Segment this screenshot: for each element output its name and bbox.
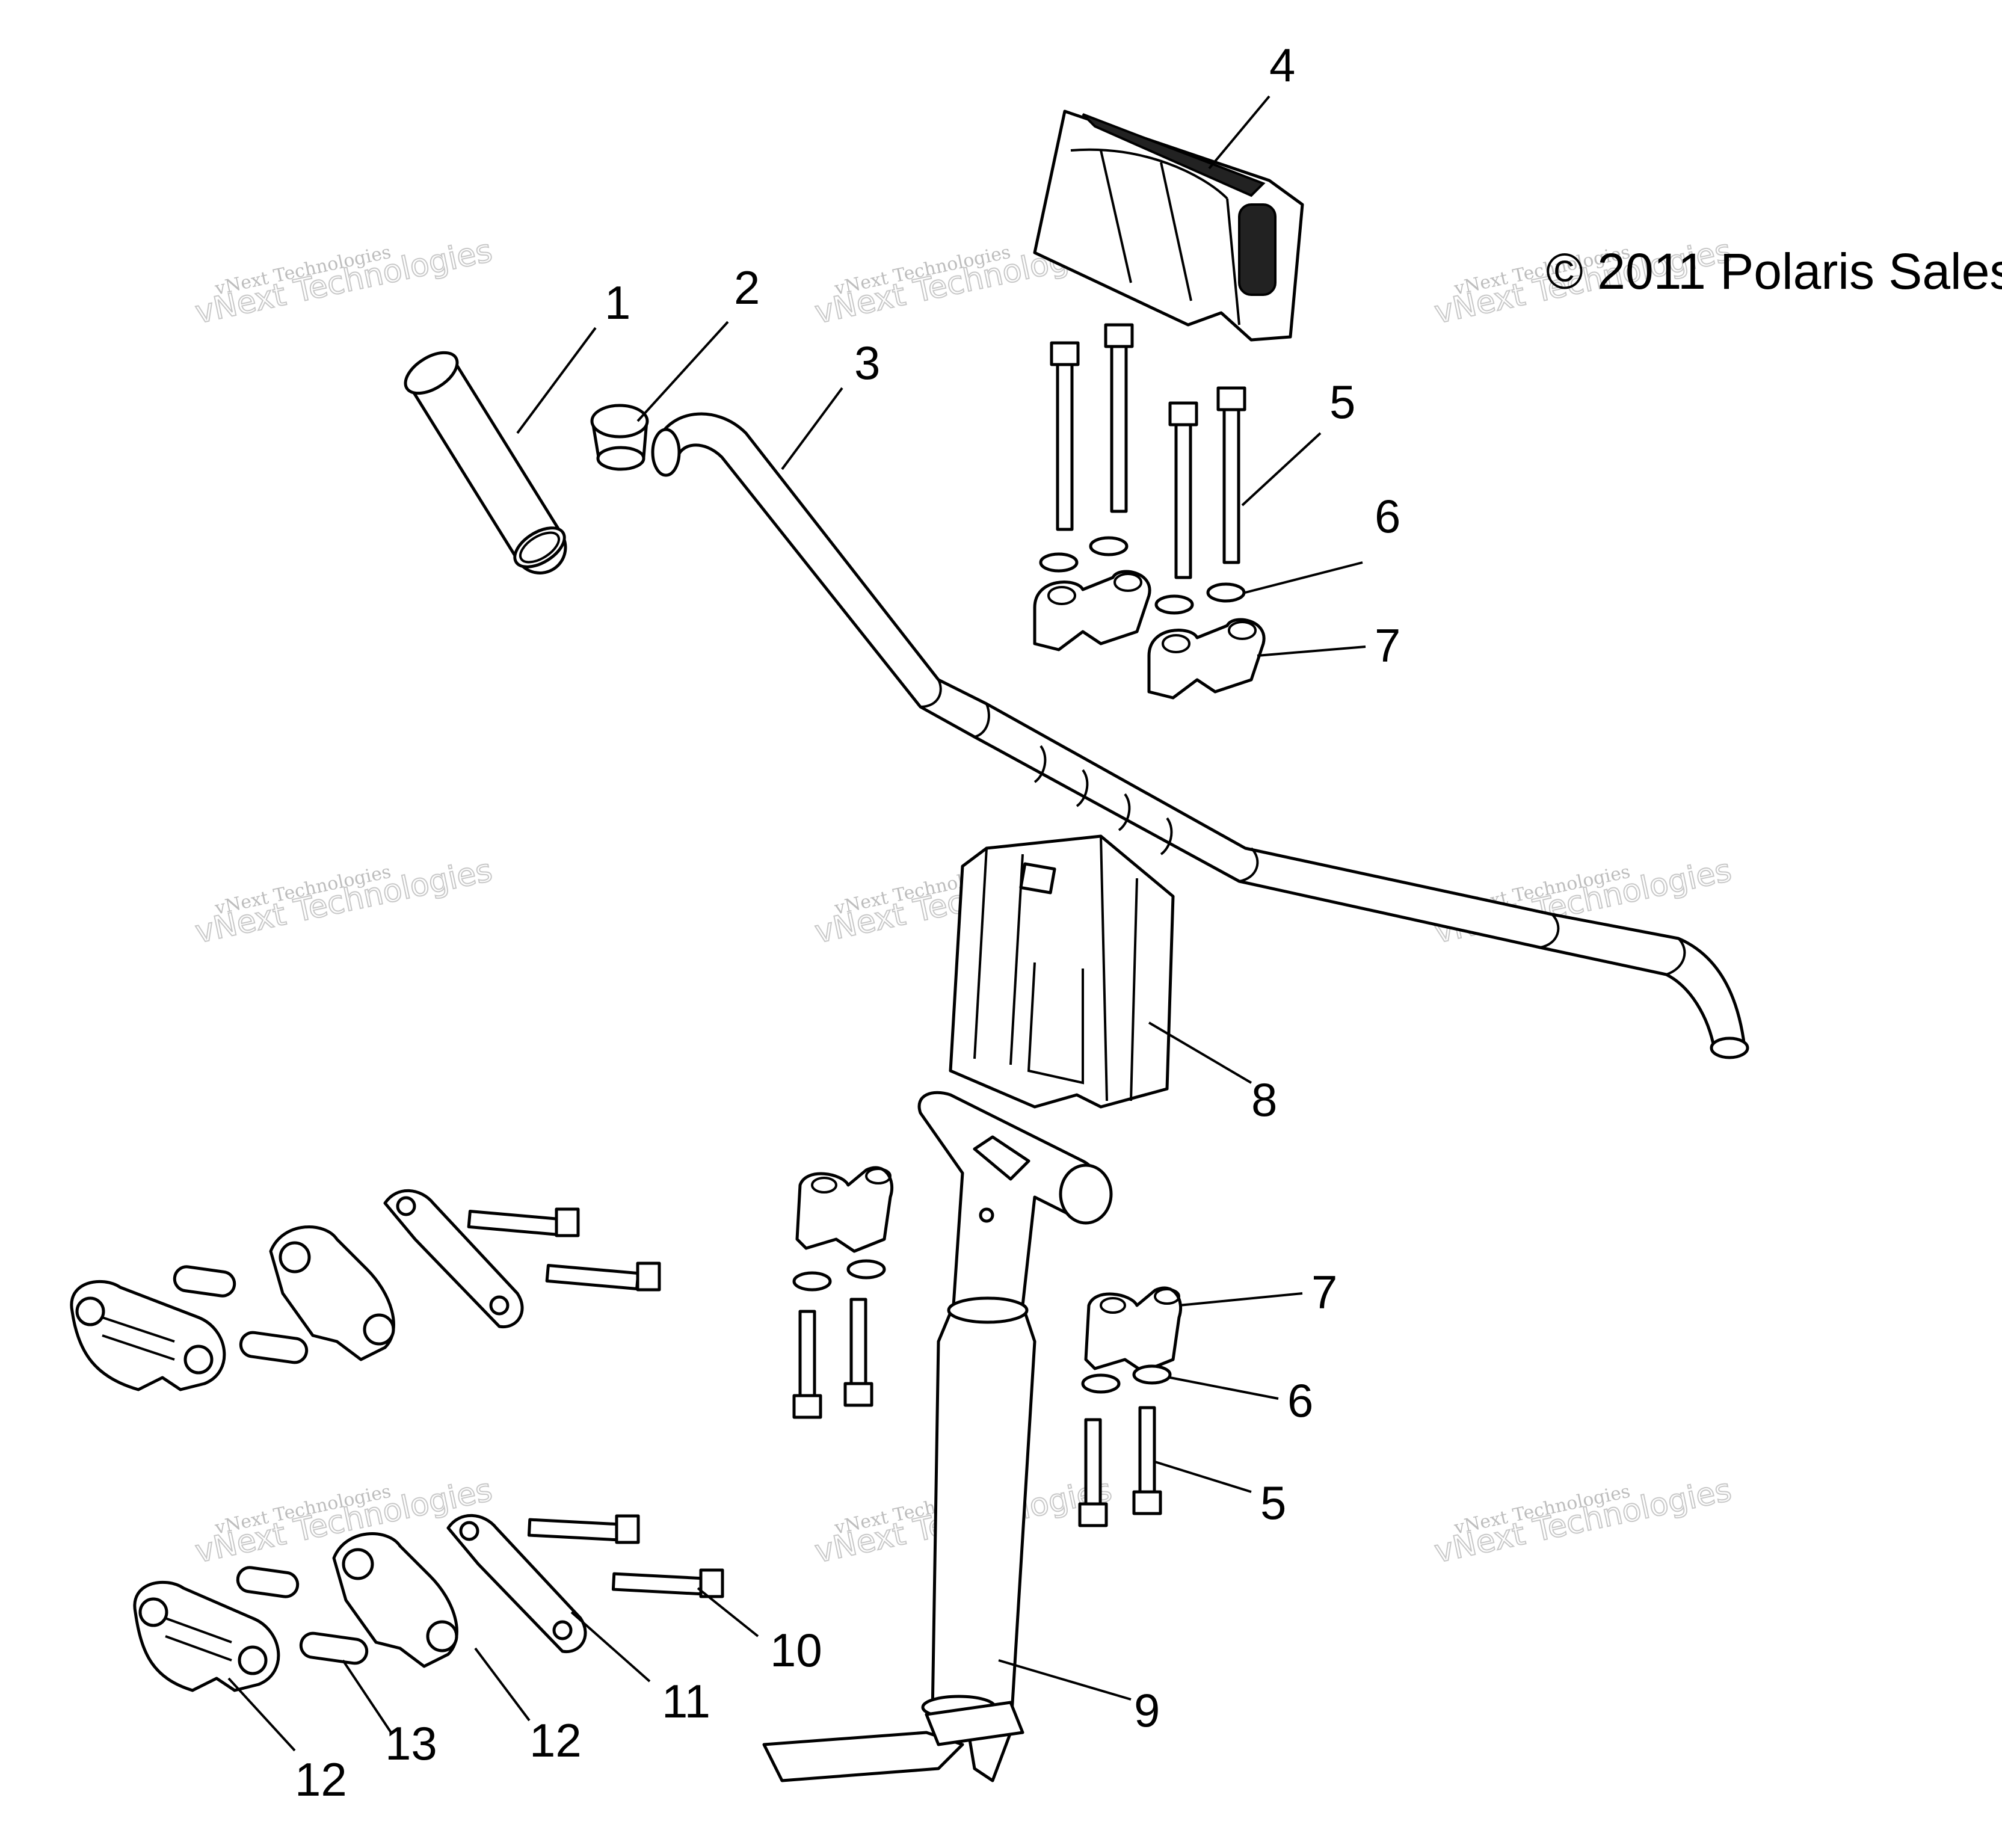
callout-5: 5 — [1329, 375, 1355, 428]
callout-4: 4 — [1269, 38, 1295, 91]
callout-6: 6 — [1375, 490, 1400, 543]
mount-hardware-lower — [133, 1514, 724, 1692]
part-2-bushing — [590, 404, 649, 471]
part-7-clamp-lower-left — [795, 1166, 894, 1253]
part-7-clamps-upper — [1033, 570, 1266, 700]
callouts: 1 2 3 4 5 6 7 5 6 7 8 9 10 11 12 12 13 — [295, 38, 1400, 1806]
part-8-cover — [949, 834, 1175, 1109]
callout-9: 9 — [1134, 1684, 1160, 1737]
callout-3: 3 — [854, 336, 880, 389]
callout-8: 8 — [1251, 1073, 1277, 1126]
copyright-text: © 2011 Polaris Sales — [1546, 243, 2002, 300]
part-5-bolts-upper — [1050, 323, 1246, 579]
callout-5b: 5 — [1260, 1476, 1286, 1529]
callout-2: 2 — [734, 261, 760, 314]
part-5-bolts-lower-left — [792, 1298, 873, 1419]
watermark: vNext Technologies vNext Technologies — [191, 232, 496, 331]
callout-6b: 6 — [1287, 1374, 1313, 1427]
part-3-handlebar — [651, 412, 1749, 1059]
part-6-washers-lower-right — [1081, 1364, 1172, 1394]
part-6-washers-lower-left — [792, 1259, 886, 1292]
callout-7: 7 — [1375, 619, 1400, 672]
callout-10: 10 — [770, 1624, 822, 1677]
part-6-washers-upper — [1039, 536, 1246, 615]
callout-1: 1 — [605, 276, 630, 329]
callout-13: 13 — [385, 1717, 437, 1770]
watermark: vNext Technologies vNext Technologies — [191, 852, 496, 951]
watermark: vNext Technologies vNext Technologies — [1431, 1471, 1735, 1571]
part-5-bolts-lower-right — [1078, 1406, 1162, 1527]
part-4-pad — [1033, 109, 1304, 342]
callout-11: 11 — [662, 1675, 710, 1728]
part-9-steering-post — [762, 1091, 1113, 1782]
part-7-clamp-lower-right — [1084, 1286, 1183, 1373]
mount-hardware-upper — [70, 1189, 661, 1391]
callout-12: 12 — [529, 1714, 582, 1767]
callout-7b: 7 — [1311, 1266, 1337, 1319]
part-1-grip — [404, 351, 567, 574]
leader-lines — [227, 95, 1366, 1752]
callout-12b: 12 — [295, 1753, 347, 1806]
